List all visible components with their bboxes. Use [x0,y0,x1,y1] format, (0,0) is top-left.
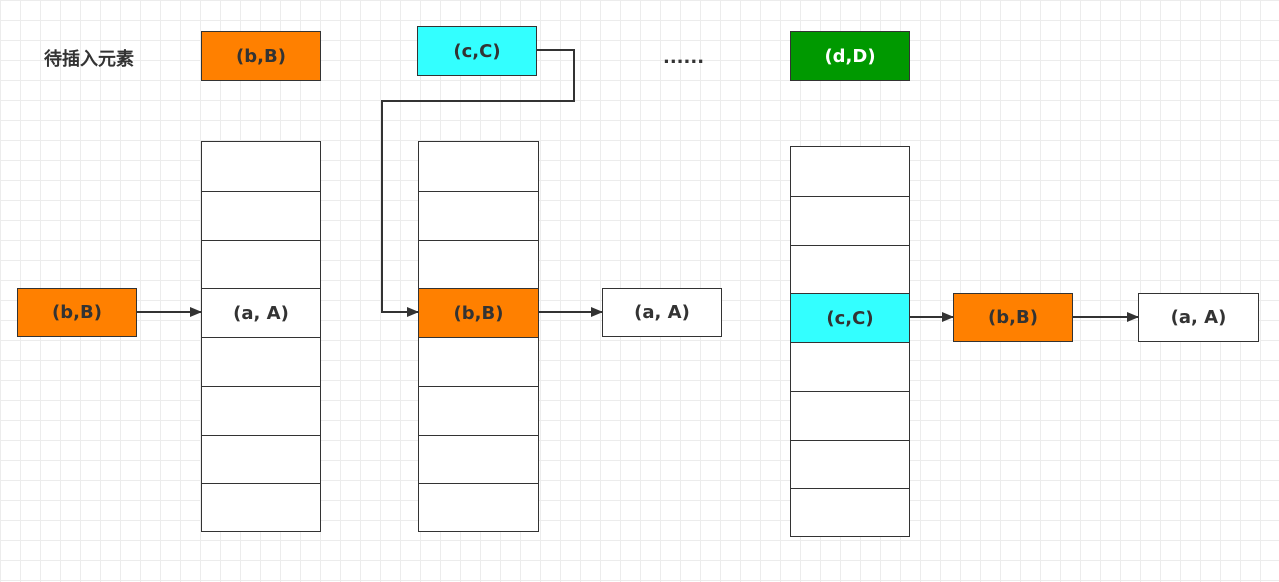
stage1-slot-0 [202,142,320,191]
stage1-slot-2 [202,239,320,289]
stage2-bucket-array: (b,B) [418,141,539,532]
pending-elements-label: 待插入元素 [44,49,134,70]
stage2-slot-1 [419,190,538,240]
stage1-bucket-array: (a, A) [201,141,321,532]
pending-element-b: (b,B) [201,31,321,81]
stage3-slot-1 [791,195,909,245]
pending-element-d: (d,D) [790,31,910,81]
pending-element-c: (c,C) [417,26,537,76]
stage2-slot-7 [419,483,538,532]
stage3-slot-2 [791,244,909,294]
stage2-slot-5 [419,385,538,435]
stage1-slot-3: (a, A) [202,288,320,337]
stage3-slot-5 [791,390,909,440]
stage3-slot-0 [791,147,909,196]
stage1-slot-1 [202,190,320,240]
stage2-slot-0 [419,142,538,191]
stage3-slot-6 [791,439,909,489]
stage3-bucket-array: (c,C) [790,146,910,537]
stage3-chain-node-a: (a, A) [1138,293,1259,342]
arrow-pending-c-to-slot [381,49,575,317]
stage1-slot-4 [202,337,320,386]
stage2-slot-6 [419,434,538,484]
stage1-slot-5 [202,385,320,435]
stage3-chain-node-b: (b,B) [953,293,1073,342]
stage3-slot-3: (c,C) [791,293,909,342]
stage1-slot-6 [202,434,320,484]
stage2-slot-2 [419,239,538,289]
stage1-incoming-b: (b,B) [17,288,137,337]
stage3-slot-7 [791,488,909,537]
stage2-slot-4 [419,337,538,386]
ellipsis-label: ...... [663,47,705,68]
stage2-slot-3: (b,B) [419,288,538,337]
stage1-slot-7 [202,483,320,532]
stage3-slot-4 [791,342,909,391]
stage2-chain-node-a: (a, A) [602,288,722,337]
